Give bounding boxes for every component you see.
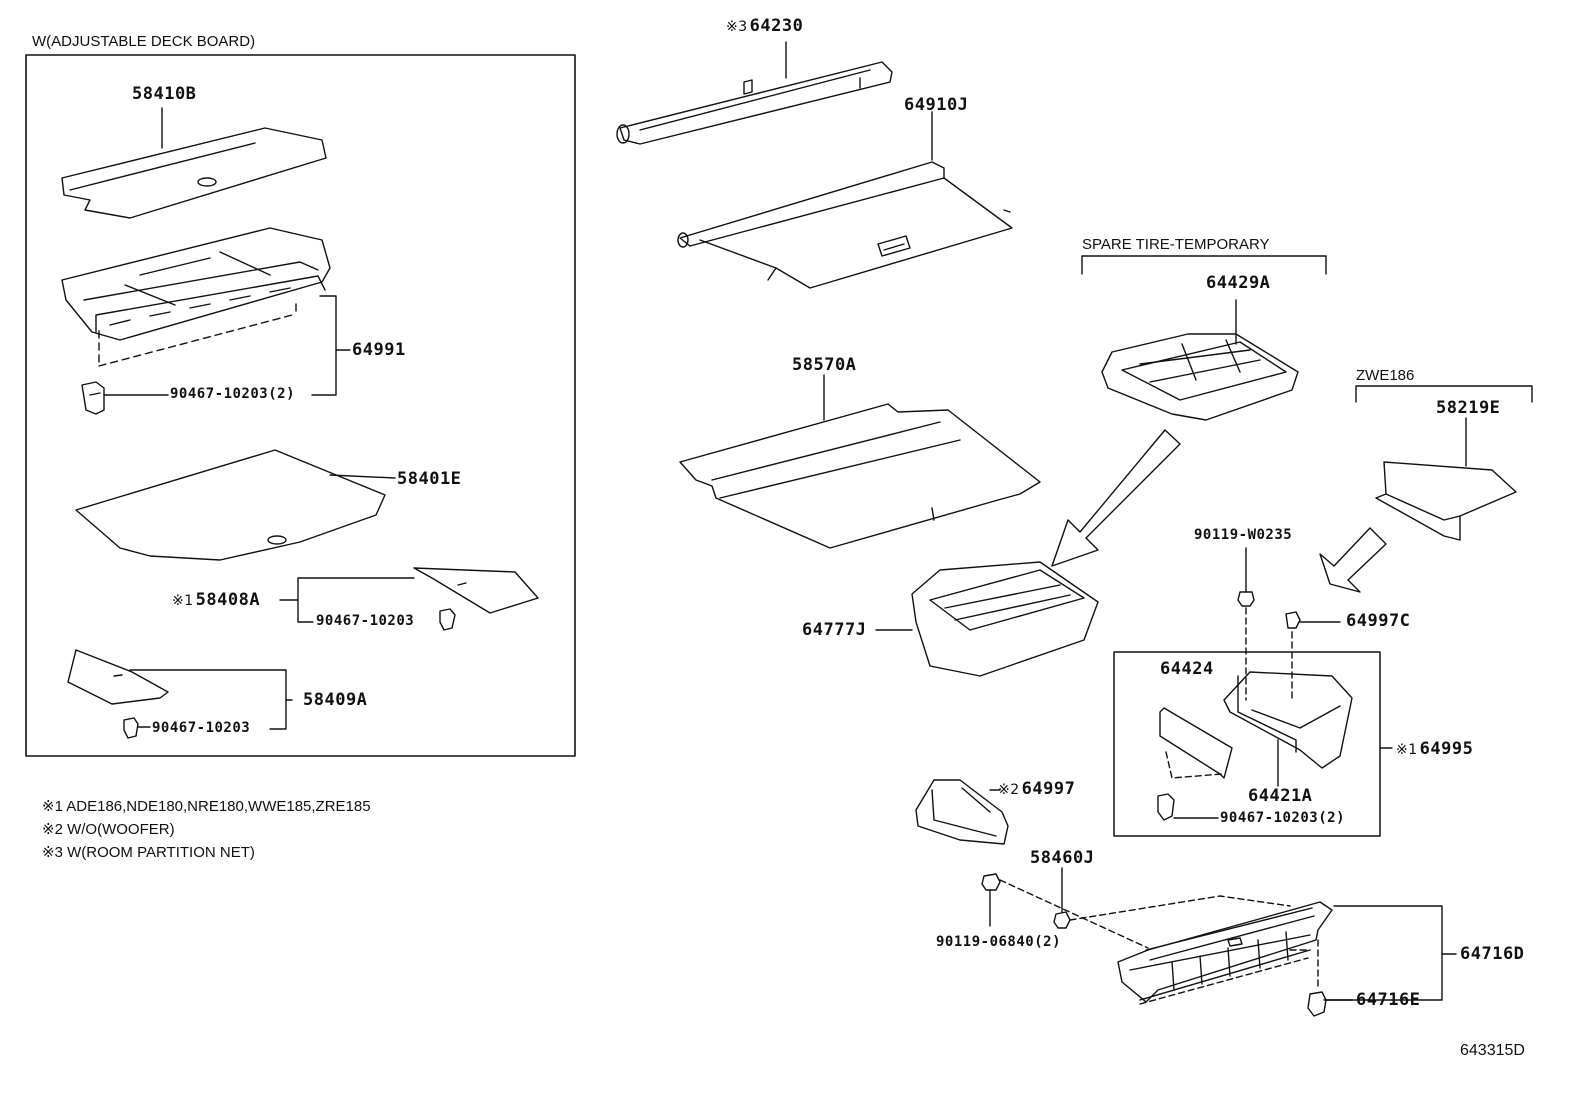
part-58408A-drawing <box>279 567 539 631</box>
callout-64421A[interactable]: 64421A <box>1248 786 1313 806</box>
part-64910J-drawing <box>677 111 1013 289</box>
mark-2: ※2 <box>998 782 1020 798</box>
callout-58219E[interactable]: 58219E <box>1436 398 1501 418</box>
arrow-to-64777J <box>1051 429 1181 567</box>
part-64991-drawing <box>61 227 351 396</box>
callout-64716D[interactable]: 64716D <box>1460 944 1525 964</box>
part-64777J-drawing <box>875 561 1099 677</box>
bolt-90119-W0235-drawing <box>1237 547 1255 701</box>
part-64421A-drawing <box>1223 671 1353 787</box>
clip-64997C-drawing <box>1285 611 1341 701</box>
part-64716D-drawing <box>1117 901 1457 1005</box>
callout-64424[interactable]: 64424 <box>1160 659 1214 679</box>
callout-58409A[interactable]: 58409A <box>303 690 368 710</box>
footnote-2-mark: ※2 <box>42 821 63 838</box>
group-label-zwe186: ZWE186 <box>1356 367 1415 384</box>
footnote-2: ※2 W/O(WOOFER) <box>42 820 175 838</box>
adjustable-deck-frame <box>25 54 576 757</box>
callout-58408A-text: 58408A <box>195 590 261 610</box>
callout-90467-10203-2-right[interactable]: 90467-10203(2) <box>1220 810 1346 826</box>
bolt-90119-06840-drawing <box>981 873 1001 927</box>
clip-64716E-drawing <box>1307 939 1353 1017</box>
part-58570A-drawing <box>679 374 1041 549</box>
callout-90119-W0235[interactable]: 90119-W0235 <box>1194 527 1293 543</box>
clip-90467-right-drawing <box>1157 793 1219 821</box>
part-64429A-drawing <box>1101 299 1299 421</box>
callout-90467-10203-a[interactable]: 90467-10203 <box>316 613 415 629</box>
callout-64997-text: 64997 <box>1021 779 1076 799</box>
nut-58460J-drawing <box>999 867 1291 949</box>
zwe186-bracket <box>1355 385 1533 403</box>
part-58401E-drawing <box>75 449 396 561</box>
callout-64230-text: 64230 <box>749 16 804 36</box>
group-label-adjustable-deck: W(ADJUSTABLE DECK BOARD) <box>32 33 256 50</box>
footnote-1-text: ADE186,NDE180,NRE180,WWE185,ZRE185 <box>66 798 371 815</box>
footnote-3-text: W(ROOM PARTITION NET) <box>67 844 255 861</box>
part-64997-drawing <box>915 779 1009 845</box>
part-64230-drawing <box>616 41 893 145</box>
mark-1: ※1 <box>172 593 194 609</box>
arrow-to-64995 <box>1319 527 1387 593</box>
callout-64777J[interactable]: 64777J <box>802 620 867 640</box>
part-58410B-drawing <box>61 107 327 219</box>
footnote-1-mark: ※1 <box>42 798 63 815</box>
part-58409A-drawing <box>67 649 293 739</box>
callout-58570A[interactable]: 58570A <box>792 355 857 375</box>
footnote-1: ※1 ADE186,NDE180,NRE180,WWE185,ZRE185 <box>42 797 371 815</box>
part-64424-drawing <box>1159 707 1233 779</box>
callout-64429A[interactable]: 64429A <box>1206 273 1271 293</box>
diagram-id: 643315D <box>1460 1042 1525 1059</box>
callout-64995-text: 64995 <box>1419 739 1474 759</box>
callout-64716E[interactable]: 64716E <box>1356 990 1421 1010</box>
part-58219E-drawing <box>1375 417 1517 541</box>
footnote-3-mark: ※3 <box>42 844 63 861</box>
spare-tire-bracket <box>1081 255 1327 275</box>
footnote-3: ※3 W(ROOM PARTITION NET) <box>42 843 255 861</box>
callout-58410B[interactable]: 58410B <box>132 84 197 104</box>
callout-90467-10203-2-left[interactable]: 90467-10203(2) <box>170 386 296 402</box>
callout-90119-06840-2[interactable]: 90119-06840(2) <box>936 934 1062 950</box>
callout-64991[interactable]: 64991 <box>352 340 406 360</box>
footnote-2-text: W/O(WOOFER) <box>67 821 175 838</box>
assembly-64995-frame <box>1113 651 1381 837</box>
mark-1-64995: ※1 <box>1396 742 1418 758</box>
callout-58460J[interactable]: 58460J <box>1030 848 1095 868</box>
clip-90467-left-drawing <box>81 381 169 415</box>
callout-90467-10203-b[interactable]: 90467-10203 <box>152 720 251 736</box>
callout-64910J[interactable]: 64910J <box>904 95 969 115</box>
group-label-spare-tire: SPARE TIRE-TEMPORARY <box>1082 236 1270 253</box>
callout-58401E[interactable]: 58401E <box>397 469 462 489</box>
callout-64997C[interactable]: 64997C <box>1346 611 1411 631</box>
mark-3: ※3 <box>726 19 748 35</box>
